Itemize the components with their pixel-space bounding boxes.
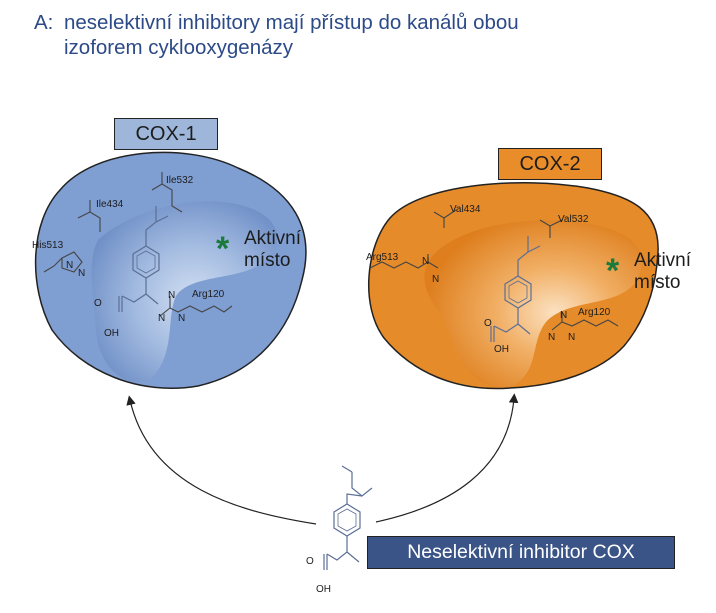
inhibitor-label-box: Neselektivní inhibitor COX — [367, 536, 675, 569]
cox1-active-site-line-2: místo — [244, 250, 291, 271]
cox1-residue-arg120: Arg120 — [192, 289, 225, 300]
cox2-atom-n1: N — [422, 256, 430, 267]
inhibitor-molecule — [323, 465, 373, 570]
cox2-ibuprofen — [490, 236, 541, 342]
arrow-to-cox1 — [126, 395, 317, 525]
cox2-residue-val532: Val532 — [558, 214, 589, 225]
cox2-atom-n3: N — [560, 310, 568, 321]
cox1-pocket — [34, 151, 307, 390]
cox2-residue-sticks — [369, 209, 619, 331]
cox2-pocket — [368, 182, 659, 390]
inhibitor-atom-oh: OH — [316, 584, 331, 595]
cox2-atom-n4: N — [548, 332, 556, 343]
cox1-residue-ile532: Ile532 — [166, 175, 194, 186]
cox1-atom-n3: N — [168, 290, 176, 301]
cox1-residue-sticks — [43, 172, 233, 317]
cox2-atom-n5: N — [568, 332, 576, 343]
cox2-active-site-line-2: místo — [634, 272, 681, 293]
cox1-ibuprofen — [118, 206, 169, 312]
cox1-active-site-label: Aktivní místo — [244, 228, 301, 272]
cox1-atom-n5: N — [178, 313, 186, 324]
cox2-channel — [424, 220, 642, 388]
title-line-1: neselektivní inhibitory mají přístup do … — [64, 11, 519, 34]
cox1-label-box: COX-1 — [114, 118, 218, 150]
cox1-atom-o: O — [94, 298, 102, 309]
cox2-residue-val434: Val434 — [450, 204, 481, 215]
cox2-label-box: COX-2 — [498, 148, 602, 180]
cox2-active-site-label: Aktivní místo — [634, 250, 691, 294]
cox2-atom-n2: N — [432, 274, 440, 285]
cox2-residue-arg513: Arg513 — [366, 252, 399, 263]
cox2-residue-arg120: Arg120 — [578, 307, 611, 318]
cox1-active-site-marker: * — [216, 230, 230, 268]
cox1-residue-ile434: Ile434 — [96, 199, 124, 210]
page-title: A: neselektivní inhibitory mají přístup d… — [34, 10, 704, 60]
cox1-atom-n1: N — [66, 260, 74, 271]
cox1-atom-oh: OH — [104, 328, 119, 339]
cox1-residue-his513: His513 — [32, 240, 64, 251]
inhibitor-atom-o: O — [306, 556, 314, 567]
cox1-atom-n4: N — [158, 313, 166, 324]
cox1-active-site-line-1: Aktivní — [244, 228, 302, 249]
cox2-active-site-marker: * — [606, 252, 620, 290]
cox2-atom-oh: OH — [494, 344, 509, 355]
cox2-atom-o: O — [484, 318, 492, 329]
cox2-active-site-line-1: Aktivní — [634, 250, 692, 271]
cox1-atom-n2: N — [78, 268, 86, 279]
title-line-2: izoforem cyklooxygenázy — [64, 36, 294, 59]
cox1-channel — [91, 201, 278, 382]
title-prefix: A: — [34, 11, 54, 34]
arrow-to-cox2 — [375, 393, 519, 523]
